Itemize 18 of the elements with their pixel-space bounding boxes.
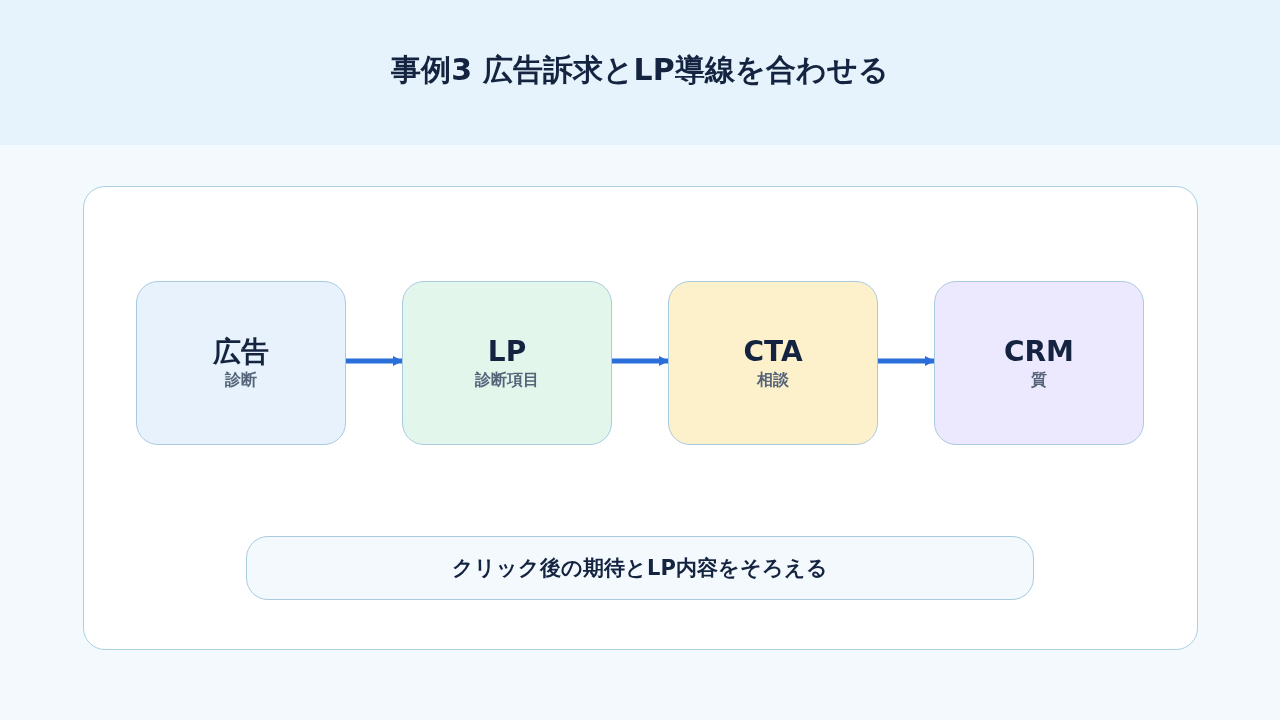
step-title: 広告 <box>213 335 269 369</box>
title: 事例3 広告訴求とLP導線を合わせる <box>390 51 890 89</box>
step-box <box>934 281 1144 445</box>
arrow <box>612 356 669 366</box>
step-subtitle: 質 <box>1031 369 1047 391</box>
note-text: クリック後の期待とLP内容をそろえる <box>452 555 828 582</box>
note-box <box>246 536 1034 600</box>
arrow <box>346 356 403 366</box>
step-title: CRM <box>1004 335 1074 369</box>
step-title: CTA <box>743 335 803 369</box>
step-subtitle: 診断項目 <box>475 369 539 391</box>
step-box <box>136 281 346 445</box>
step-subtitle: 相談 <box>757 369 789 391</box>
arrow <box>878 356 935 366</box>
step-title: LP <box>487 335 527 369</box>
step-subtitle: 診断 <box>225 369 257 391</box>
step-box <box>668 281 878 445</box>
step-box <box>402 281 612 445</box>
